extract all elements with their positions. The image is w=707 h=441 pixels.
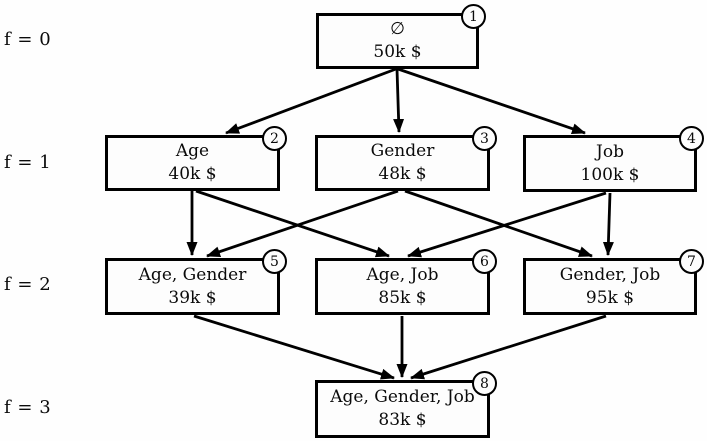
node-badge: 5 — [262, 249, 287, 274]
node-title: ∅ — [390, 19, 405, 39]
edge-arrow — [393, 68, 405, 133]
node-badge: 1 — [461, 4, 486, 29]
row-label-f2: f = 2 — [4, 274, 52, 295]
node-badge: 6 — [472, 249, 497, 274]
node-cost: 100k $ — [580, 164, 640, 185]
node-cost: 48k $ — [378, 164, 427, 184]
edge-arrow — [225, 67, 397, 135]
node-badge: 2 — [262, 126, 287, 151]
row-label-f1: f = 1 — [4, 152, 52, 173]
edge-arrow — [410, 314, 607, 380]
node-cost: 83k $ — [378, 410, 427, 430]
edge-arrow — [404, 189, 593, 258]
node-badge: 8 — [472, 371, 497, 396]
node-empty-set: 1 ∅ 50k $ — [316, 4, 486, 69]
node-age-gender: 5 Age, Gender 39k $ — [105, 249, 287, 315]
node-badge: 7 — [679, 249, 704, 274]
node-title: Age, Gender, Job — [330, 387, 475, 407]
node-title: Gender — [370, 141, 435, 161]
edge-arrow — [397, 67, 586, 135]
edge-arrow — [407, 191, 607, 258]
node-gender-job: 7 Gender, Job 95k $ — [523, 249, 704, 315]
node-title: Age, Job — [366, 264, 439, 285]
node-cost: 39k $ — [168, 287, 217, 308]
node-cost: 95k $ — [585, 287, 635, 308]
edge-arrow — [602, 192, 614, 256]
node-title: Age, Gender — [138, 264, 247, 285]
node-age-gender-job: 8 Age, Gender, Job 83k $ — [315, 371, 497, 438]
node-title: Gender, Job — [559, 264, 661, 285]
node-cost: 50k $ — [373, 42, 422, 62]
node-cost: 40k $ — [168, 164, 217, 184]
node-job: 4 Job 100k $ — [523, 126, 704, 192]
node-badge: 4 — [679, 126, 704, 151]
edge-arrow — [206, 189, 399, 258]
node-title: Age — [175, 141, 210, 161]
node-cost: 85k $ — [378, 287, 427, 308]
node-badge: 3 — [472, 126, 497, 151]
node-gender: 3 Gender 48k $ — [315, 126, 497, 191]
edge-arrow — [195, 189, 390, 258]
edge-arrow — [193, 314, 395, 380]
node-age: 2 Age 40k $ — [105, 126, 287, 191]
row-label-f0: f = 0 — [4, 29, 52, 50]
node-age-job: 6 Age, Job 85k $ — [315, 249, 497, 315]
row-label-f3: f = 3 — [4, 397, 52, 418]
node-title: Job — [596, 141, 624, 162]
